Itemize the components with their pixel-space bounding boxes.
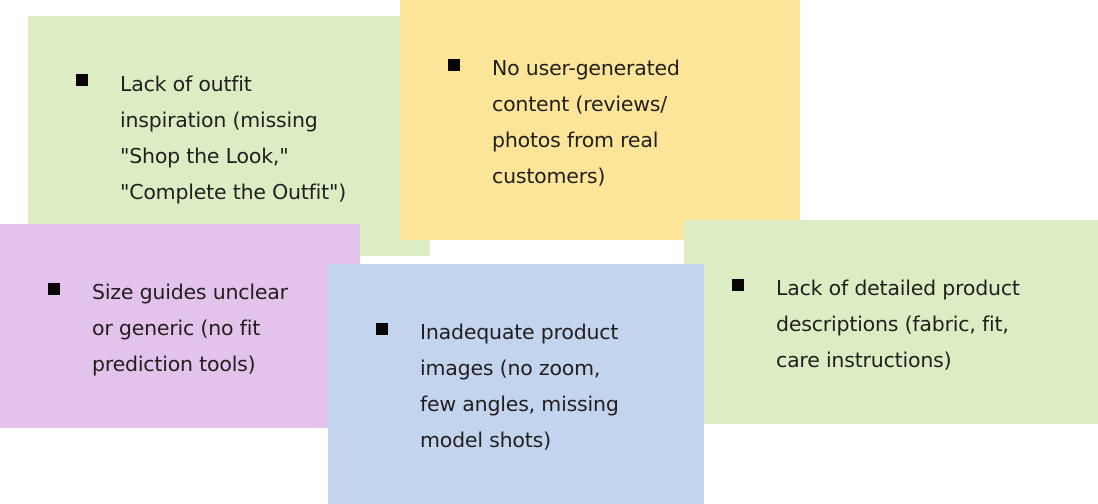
bullet-square-icon [732, 279, 744, 291]
bullet-square-icon [76, 74, 88, 86]
note-text: Lack of outfit inspiration (missing "Sho… [120, 72, 347, 204]
sticky-note-user-generated-content[interactable]: No user-generated content (reviews/ phot… [400, 0, 800, 240]
note-text: Size guides unclear or generic (no fit p… [92, 280, 288, 376]
sticky-note-outfit-inspiration[interactable]: Lack of outfit inspiration (missing "Sho… [28, 16, 430, 256]
sticky-note-product-images[interactable]: Inadequate product images (no zoom, few … [328, 264, 704, 504]
bullet-square-icon [48, 283, 60, 295]
sticky-note-size-guides[interactable]: Size guides unclear or generic (no fit p… [0, 224, 360, 428]
note-text: Lack of detailed product descriptions (f… [776, 276, 1020, 372]
sticky-note-product-descriptions[interactable]: Lack of detailed product descriptions (f… [684, 220, 1098, 424]
bullet-square-icon [376, 323, 388, 335]
note-text: No user-generated content (reviews/ phot… [492, 56, 680, 188]
note-text: Inadequate product images (no zoom, few … [420, 320, 619, 452]
bullet-square-icon [448, 59, 460, 71]
